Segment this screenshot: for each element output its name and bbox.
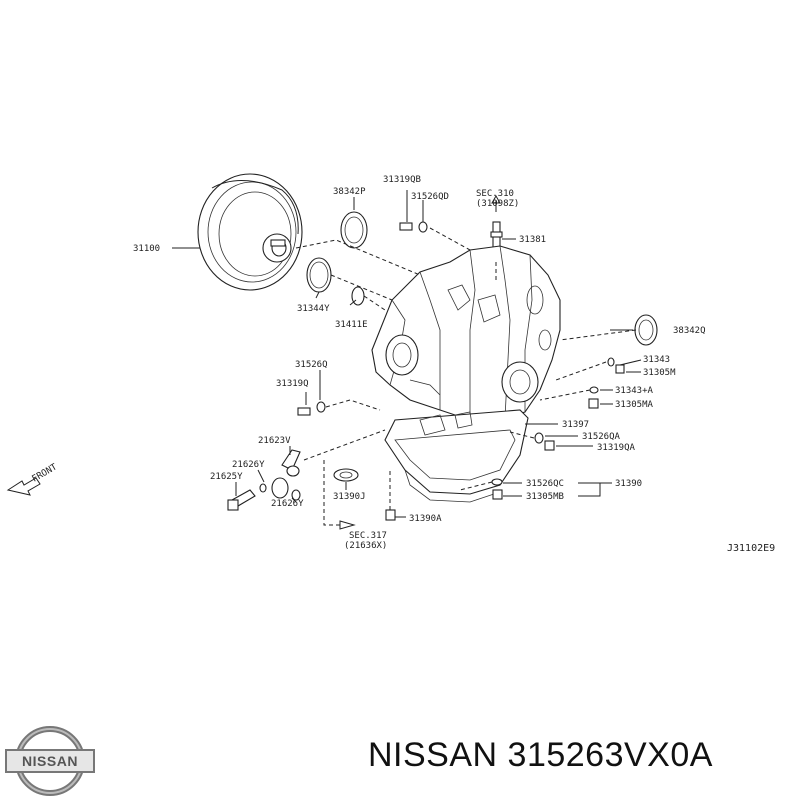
label-31344y: 31344Y xyxy=(297,304,330,314)
bolt-31319q xyxy=(297,401,326,416)
bolt-31319qb xyxy=(399,221,428,233)
hose-21623v xyxy=(227,449,301,511)
label-31526qd: 31526QD xyxy=(411,192,449,202)
label-38342q: 38342Q xyxy=(673,326,706,336)
label-31526qc: 31526QC xyxy=(526,479,564,489)
plug-31343a xyxy=(588,386,599,409)
label-31381: 31381 xyxy=(519,235,546,245)
label-31319qb: 31319QB xyxy=(383,175,421,185)
leader-lines xyxy=(235,197,642,518)
filter-31390j xyxy=(333,468,359,482)
seal-38342p xyxy=(340,211,368,249)
label-31397: 31397 xyxy=(562,420,589,430)
logo-text: NISSAN xyxy=(22,753,78,769)
label-21625y: 21625Y xyxy=(210,472,243,482)
label-31390: 31390 xyxy=(615,479,642,489)
label-31305mb: 31305MB xyxy=(526,492,564,502)
label-front: FRONT xyxy=(31,462,60,484)
label-31319qa: 31319QA xyxy=(597,443,636,453)
label-31390a: 31390A xyxy=(409,514,442,524)
label-31390j: 31390J xyxy=(333,492,366,502)
oil-pan-31390 xyxy=(384,409,529,503)
label-31411e: 31411E xyxy=(335,320,368,330)
label-diagram-code: J31102E9 xyxy=(727,543,775,554)
label-31305m: 31305M xyxy=(643,368,676,378)
label-sec310b: (31098Z) xyxy=(476,199,519,209)
drain-plug-31526qc xyxy=(491,478,503,500)
o-ring-31344y xyxy=(306,257,332,293)
label-31305ma: 31305MA xyxy=(615,400,654,410)
label-sec317b: (21636X) xyxy=(344,541,387,551)
transmission-case xyxy=(371,245,561,421)
label-31343: 31343 xyxy=(643,355,670,365)
label-31343a: 31343+A xyxy=(615,386,654,396)
torque-converter xyxy=(197,173,303,291)
washer-31526qa xyxy=(534,432,555,451)
label-sec317a: SEC.317 xyxy=(349,531,387,541)
label-21626y-b: 21626Y xyxy=(271,499,304,509)
label-21623v: 21623V xyxy=(258,436,291,446)
nissan-logo: NISSAN xyxy=(5,726,95,796)
front-arrow xyxy=(6,477,41,496)
label-31526qa: 31526QA xyxy=(582,432,621,442)
dashed-lines xyxy=(295,227,637,526)
label-31100: 31100 xyxy=(133,244,160,254)
label-38342p: 38342P xyxy=(333,187,366,197)
label-21626y-a: 21626Y xyxy=(232,460,265,470)
seal-38342q xyxy=(634,314,658,346)
label-sec310a: SEC.310 xyxy=(476,189,514,199)
label-31526q: 31526Q xyxy=(295,360,328,370)
plug-31343 xyxy=(607,357,625,374)
part-number-title: NISSAN 315263VX0A xyxy=(368,736,713,774)
bolt-31390a xyxy=(385,509,396,521)
label-31319q: 31319Q xyxy=(276,379,309,389)
